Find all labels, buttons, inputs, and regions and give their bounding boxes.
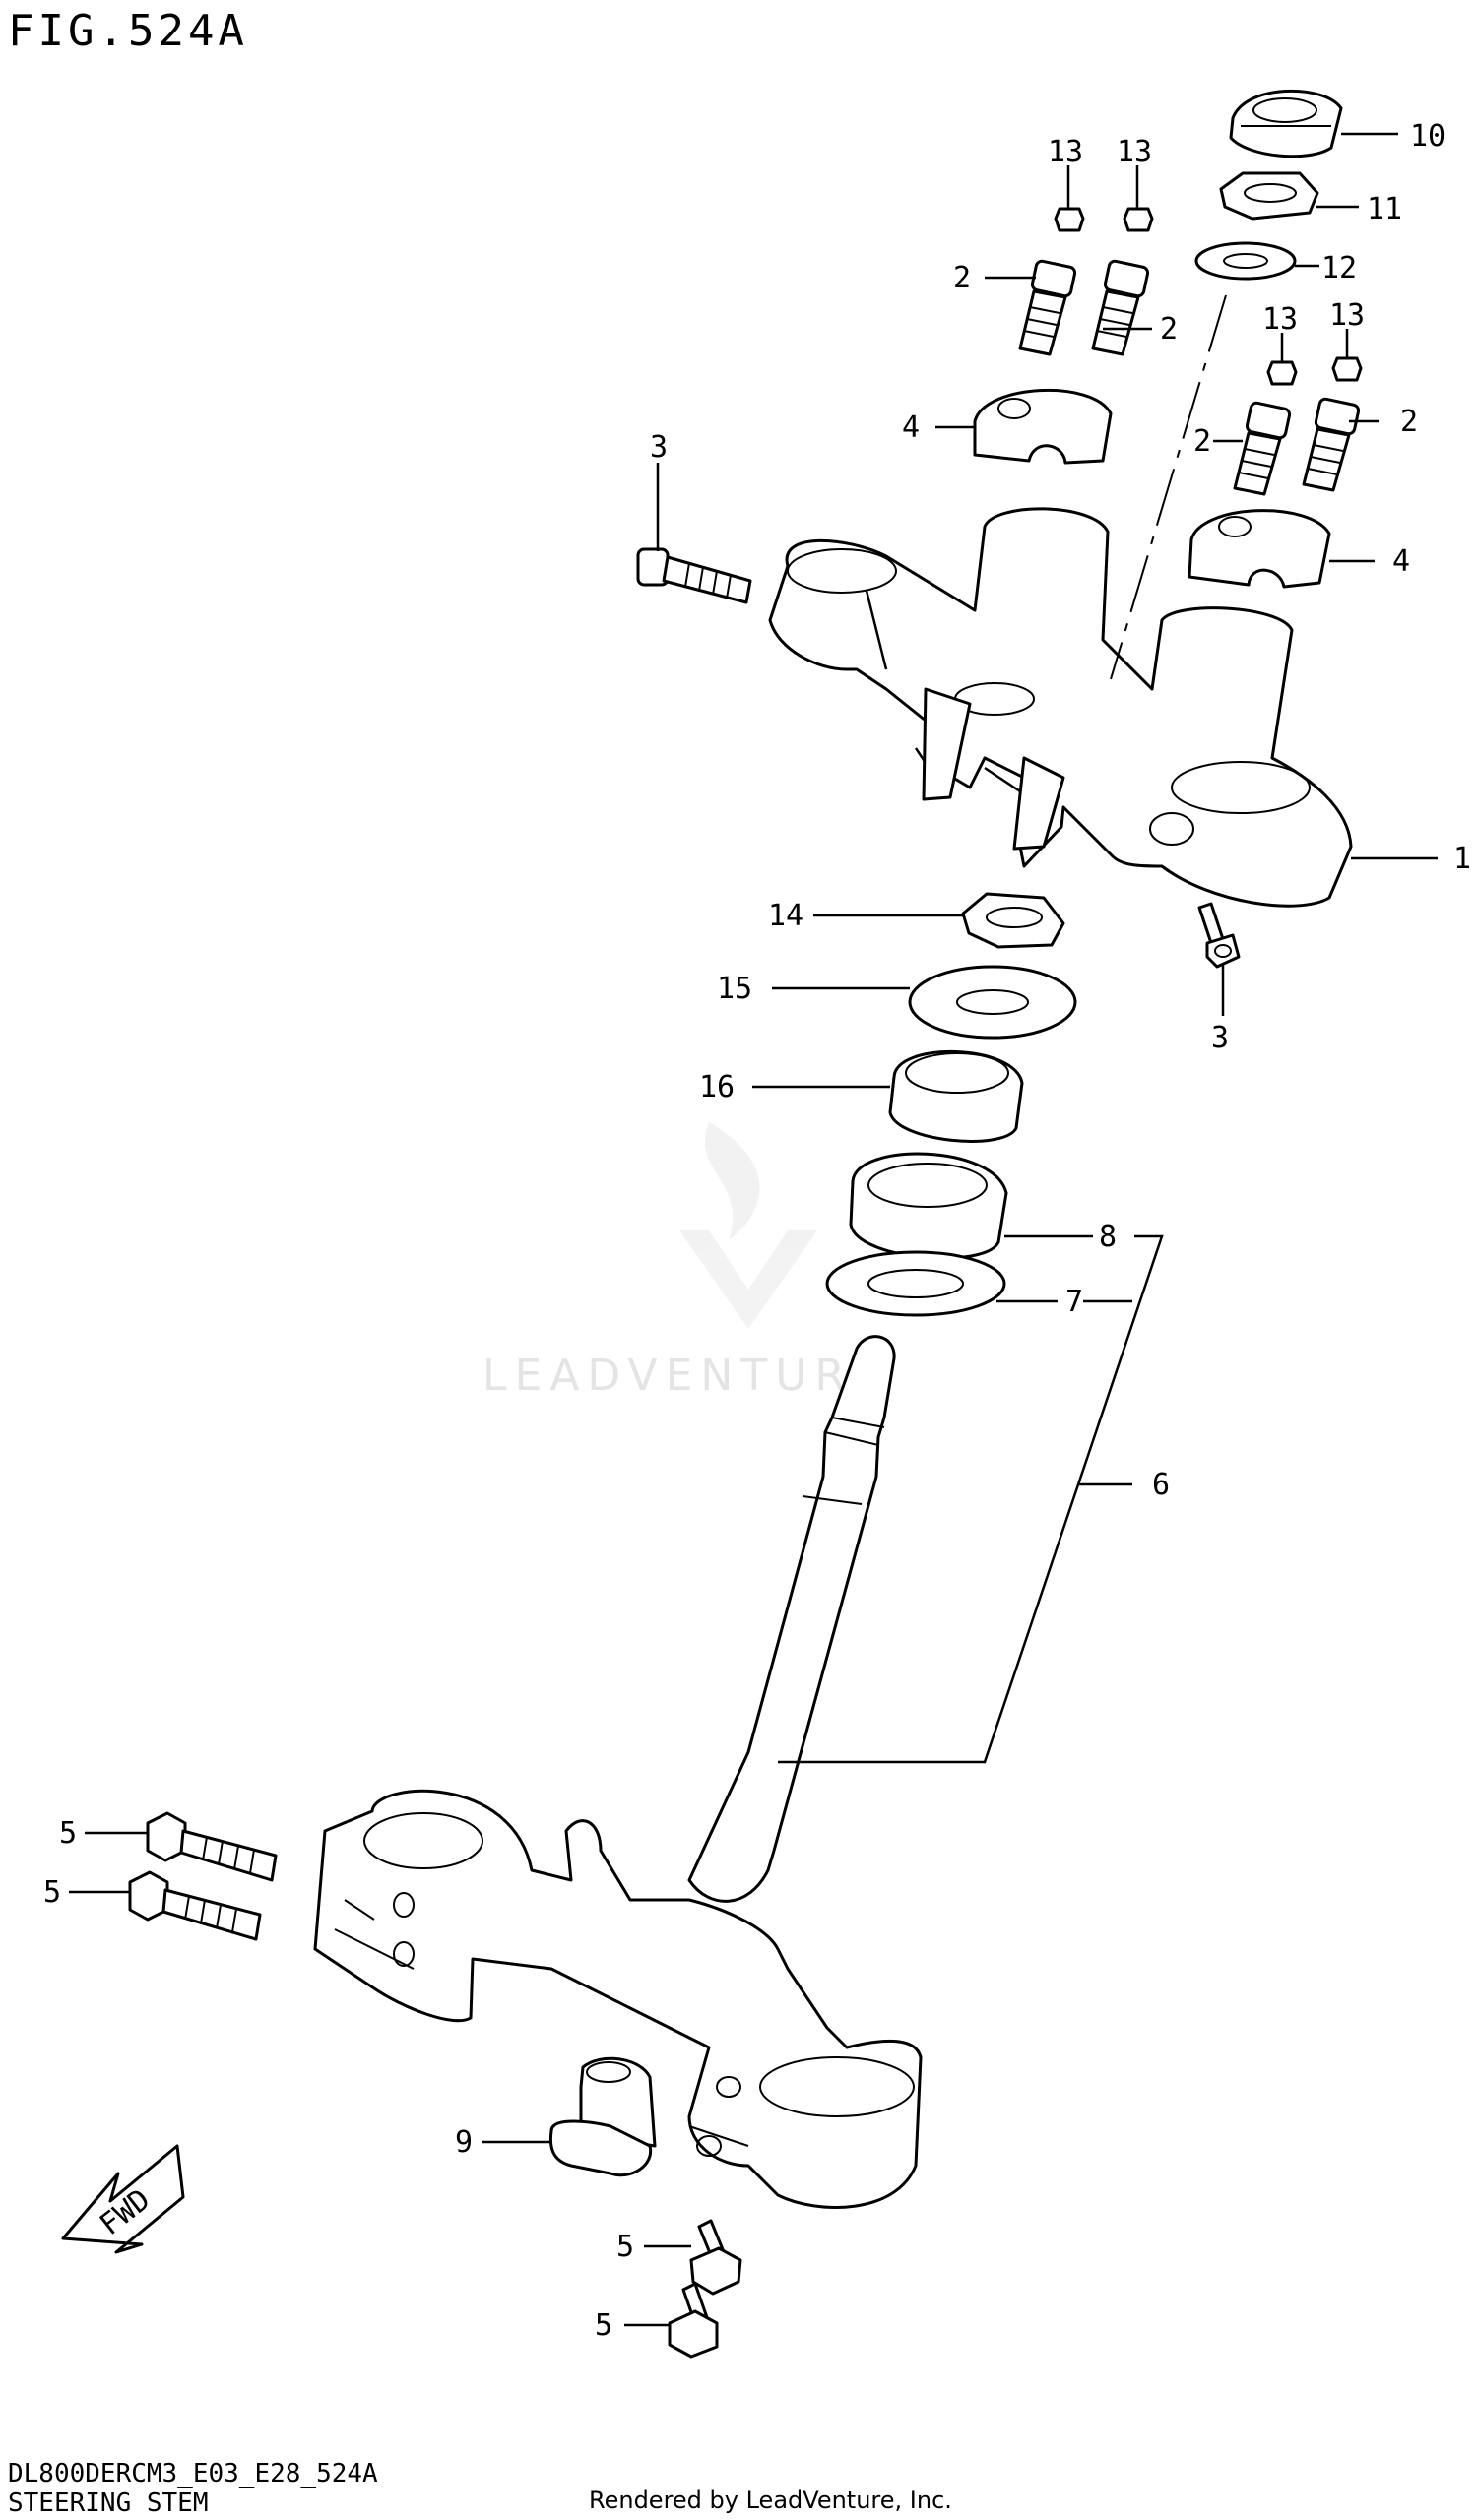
part-13-cap-b[interactable]: [1123, 207, 1154, 232]
callout-13-d: 13: [1329, 298, 1365, 333]
rendered-by-credit: Rendered by LeadVenture, Inc.: [589, 2487, 952, 2514]
part-8-bearing[interactable]: [849, 1152, 1008, 1260]
callout-5-b: 5: [43, 1875, 61, 1910]
callout-13-a: 13: [1048, 135, 1083, 169]
callout-12: 12: [1321, 251, 1357, 285]
watermark-logo: [679, 1122, 817, 1329]
part-11-hex-nut[interactable]: [1219, 171, 1319, 220]
part-2-bolt-b[interactable]: [1091, 259, 1150, 356]
part-2-bolt-d[interactable]: [1302, 397, 1361, 492]
model-code: DL800DERCM3_E03_E28_524A: [8, 2459, 378, 2488]
callout-2-d: 2: [1400, 405, 1418, 439]
part-5-bolt-b[interactable]: [128, 1870, 262, 1941]
callout-8: 8: [1099, 1220, 1117, 1254]
callout-labels: 10 11 12 13 13 13 13 2 2 2 2 4 4 3 3 1 1…: [43, 119, 1471, 2343]
part-10-stem-cap-nut[interactable]: [1229, 89, 1343, 158]
part-2-bolt-c[interactable]: [1233, 401, 1292, 496]
part-2-bolt-a[interactable]: [1018, 259, 1077, 356]
assembly-name: STEERING STEM: [8, 2488, 209, 2518]
part-15-washer[interactable]: [908, 965, 1077, 1040]
callout-14: 14: [768, 899, 803, 933]
part-13-cap-a[interactable]: [1054, 207, 1085, 232]
callout-11: 11: [1367, 192, 1402, 226]
callout-5-a: 5: [59, 1816, 77, 1851]
part-3-pinch-bolt-upper[interactable]: [636, 547, 752, 604]
callout-3-b: 3: [1211, 1021, 1229, 1055]
part-7-dust-seal[interactable]: [825, 1250, 1006, 1317]
part-13-cap-d[interactable]: [1331, 356, 1363, 382]
part-3-pinch-bolt-lower[interactable]: [1197, 902, 1241, 969]
part-6-steering-stem[interactable]: [313, 1335, 923, 2209]
callout-2-a: 2: [953, 261, 971, 295]
part-9-steering-stopper[interactable]: [548, 2056, 657, 2177]
callout-1: 1: [1453, 842, 1471, 876]
callout-9: 9: [455, 2125, 473, 2160]
callout-2-b: 2: [1160, 312, 1178, 346]
part-12-washer[interactable]: [1194, 241, 1297, 281]
part-13-cap-c[interactable]: [1266, 360, 1298, 386]
part-14-lock-nut[interactable]: [961, 892, 1065, 949]
callout-6: 6: [1152, 1468, 1170, 1502]
part-16-bearing[interactable]: [888, 1049, 1024, 1143]
part-5-bolt-c[interactable]: [689, 2219, 742, 2296]
watermark-text: LEADVENTURE: [482, 1351, 888, 1401]
figure-title: FIG.524A: [8, 6, 248, 56]
callout-3-a: 3: [650, 430, 668, 465]
callout-7: 7: [1065, 1285, 1083, 1319]
callout-16: 16: [699, 1070, 735, 1104]
callout-10: 10: [1410, 119, 1445, 154]
fwd-direction-arrow: FWD: [61, 2144, 185, 2254]
part-5-bolt-a[interactable]: [146, 1811, 278, 1882]
part-1-upper-bracket[interactable]: [768, 507, 1353, 908]
callout-4-a: 4: [902, 410, 920, 445]
callout-5-c: 5: [616, 2230, 634, 2264]
callout-13-b: 13: [1117, 135, 1152, 169]
callout-13-c: 13: [1262, 302, 1298, 337]
callout-5-d: 5: [595, 2308, 612, 2343]
part-4-handlebar-clamp-lower[interactable]: [1188, 509, 1331, 589]
part-5-bolt-d[interactable]: [668, 2282, 719, 2359]
callout-2-c: 2: [1193, 424, 1211, 459]
callout-15: 15: [717, 972, 752, 1006]
stem-axis-line: [1110, 294, 1227, 680]
leader-lines: [69, 132, 1438, 2327]
part-4-handlebar-clamp-upper[interactable]: [973, 388, 1113, 465]
callout-4-b: 4: [1392, 544, 1410, 579]
